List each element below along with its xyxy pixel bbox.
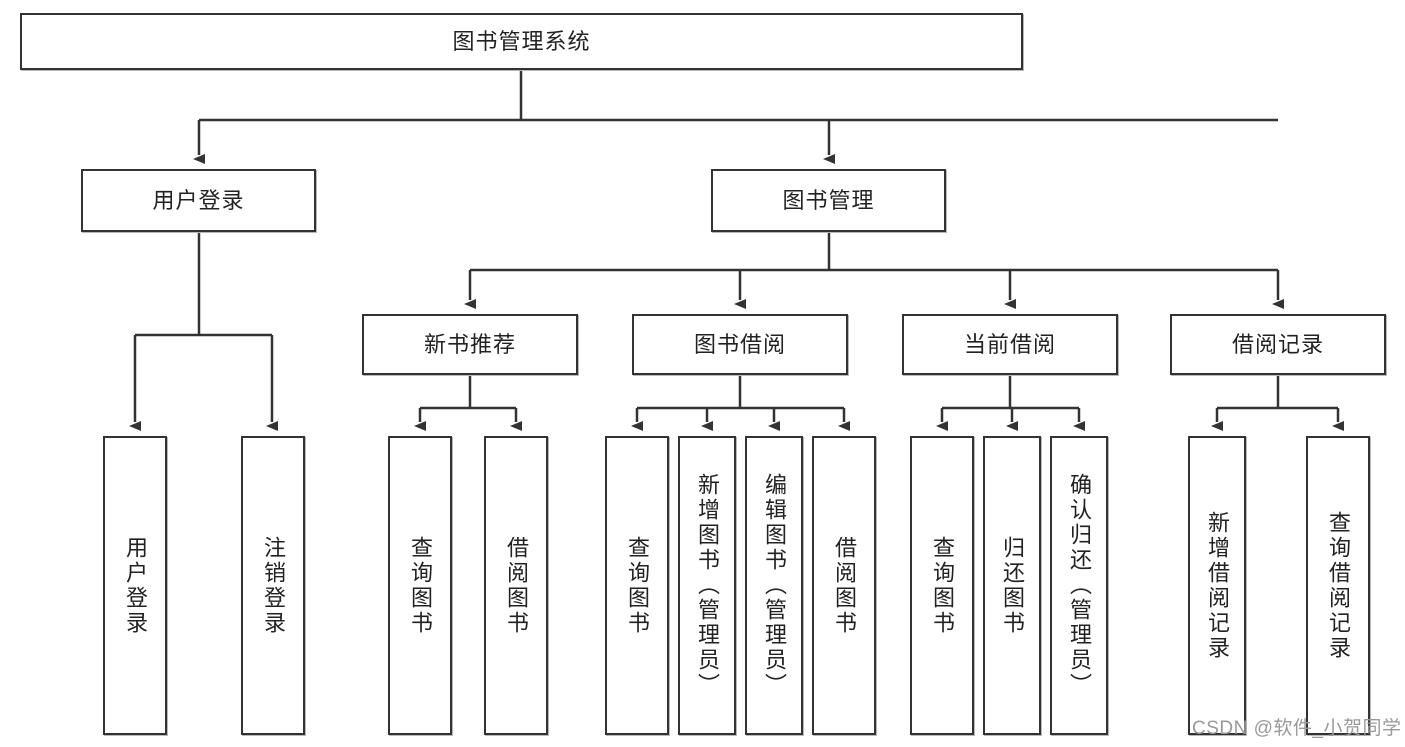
node-level3-2[interactable]: 当前借阅 xyxy=(902,314,1118,375)
node-level3-0[interactable]: 新书推荐 xyxy=(362,314,578,375)
node-level2-0[interactable]: 用户登录 xyxy=(81,169,316,232)
node-label: 归还图书 xyxy=(1000,535,1025,636)
node-label: 借阅记录 xyxy=(1231,331,1324,357)
node-leaf-12[interactable]: 查询借阅记录 xyxy=(1306,436,1370,735)
node-label: 查询图书 xyxy=(930,535,955,636)
node-label: 图书管理 xyxy=(782,187,875,213)
node-label: 用户登录 xyxy=(152,187,245,213)
node-label: 新增借阅记录 xyxy=(1205,510,1230,661)
node-label: 新书推荐 xyxy=(423,331,516,357)
node-label: 图书借阅 xyxy=(693,331,786,357)
node-leaf-7[interactable]: 借阅图书 xyxy=(812,436,876,735)
watermark: CSDN @软件_小贺同学 xyxy=(1192,718,1402,739)
node-label: 用户登录 xyxy=(123,535,148,636)
node-label: 查询图书 xyxy=(625,535,650,636)
node-leaf-3[interactable]: 借阅图书 xyxy=(484,436,548,735)
node-label: 注销登录 xyxy=(261,535,286,636)
node-leaf-4[interactable]: 查询图书 xyxy=(605,436,669,735)
node-label: 编辑图书（管理员） xyxy=(762,473,787,698)
node-label: 确认归还（管理员） xyxy=(1067,473,1092,698)
node-label: 图书管理系统 xyxy=(452,28,591,54)
node-label: 借阅图书 xyxy=(832,535,857,636)
node-leaf-6[interactable]: 编辑图书（管理员） xyxy=(745,436,803,735)
node-leaf-11[interactable]: 新增借阅记录 xyxy=(1188,436,1246,735)
node-leaf-9[interactable]: 归还图书 xyxy=(983,436,1041,735)
node-leaf-2[interactable]: 查询图书 xyxy=(388,436,452,735)
node-root[interactable]: 图书管理系统 xyxy=(20,13,1023,70)
node-label: 查询图书 xyxy=(408,535,433,636)
node-label: 新增图书（管理员） xyxy=(695,473,720,698)
node-level3-1[interactable]: 图书借阅 xyxy=(632,314,848,375)
node-leaf-10[interactable]: 确认归还（管理员） xyxy=(1050,436,1108,735)
node-leaf-0[interactable]: 用户登录 xyxy=(103,436,167,735)
node-label: 查询借阅记录 xyxy=(1326,510,1351,661)
node-leaf-8[interactable]: 查询图书 xyxy=(910,436,974,735)
node-leaf-5[interactable]: 新增图书（管理员） xyxy=(678,436,736,735)
node-level2-1[interactable]: 图书管理 xyxy=(711,169,946,232)
node-leaf-1[interactable]: 注销登录 xyxy=(241,436,305,735)
node-label: 借阅图书 xyxy=(504,535,529,636)
node-label: 当前借阅 xyxy=(963,331,1056,357)
node-level3-3[interactable]: 借阅记录 xyxy=(1170,314,1386,375)
